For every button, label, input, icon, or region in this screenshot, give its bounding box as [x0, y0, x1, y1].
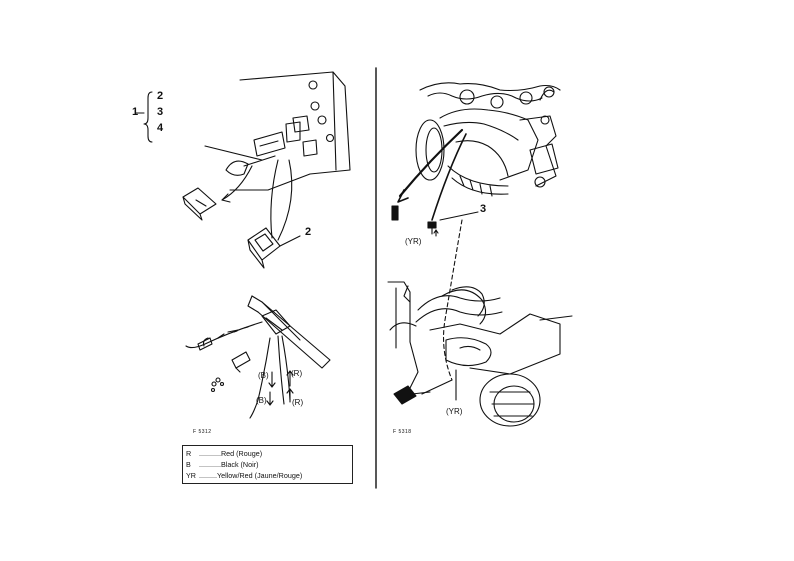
- figure-code-right: F 5318: [393, 429, 412, 435]
- callout-2-group: 2: [157, 90, 164, 102]
- engine-illustration: [391, 82, 561, 237]
- connector-detail-illustration: [185, 295, 331, 419]
- callout-3-connector: 3: [480, 203, 487, 215]
- figure-code-left: F 5312: [193, 429, 212, 435]
- callout-3-group: 3: [157, 106, 164, 118]
- chassis-illustration: [387, 281, 573, 427]
- callout-2-switch: 2: [305, 226, 312, 238]
- wire-label-b-lower: (B): [256, 396, 267, 405]
- wire-label-r-upper: (R): [291, 369, 303, 378]
- legend-row-black: B...........Black (Noir): [186, 460, 259, 469]
- wire-label-yr-lower: (YR): [446, 407, 463, 416]
- dashboard-panel-illustration: [135, 71, 351, 269]
- wire-label-yr-upper: (YR): [405, 237, 422, 246]
- legend-row-red: R...........Red (Rouge): [186, 449, 263, 458]
- legend-row-yellow-red: YR.........Yellow/Red (Jaune/Rouge): [186, 471, 303, 480]
- callout-4-group: 4: [157, 122, 164, 134]
- color-legend: R...........Red (Rouge) B...........Blac…: [182, 445, 353, 484]
- wire-label-b-upper: (B): [258, 371, 269, 380]
- wire-label-r-lower: (R): [292, 398, 304, 407]
- callout-1: 1: [132, 106, 139, 118]
